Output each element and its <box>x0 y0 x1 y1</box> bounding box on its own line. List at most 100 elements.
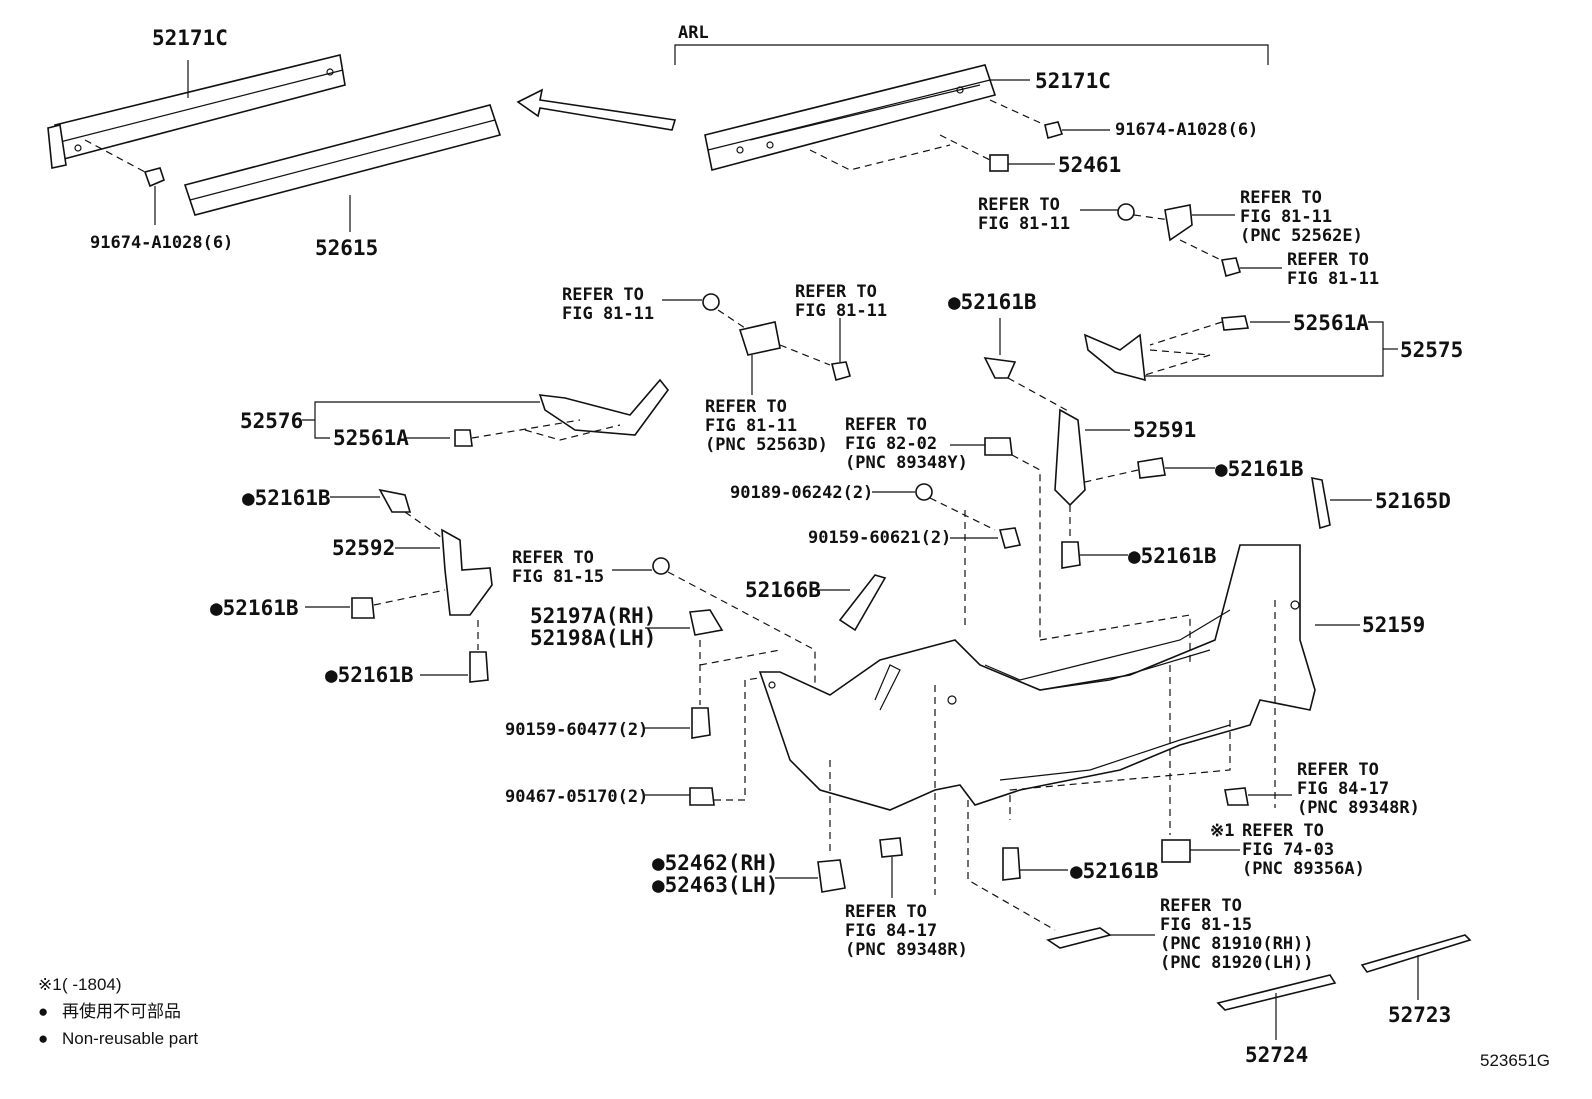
label-52576: 52576 <box>240 409 303 433</box>
refer-r12: REFER TO FIG 81-15 (PNC 81910(RH)) (PNC … <box>1160 896 1314 973</box>
svg-text:REFER TO: REFER TO <box>512 548 594 568</box>
svg-text:FIG 81-11: FIG 81-11 <box>1240 207 1332 227</box>
label-90467: 90467-05170(2) <box>505 787 648 807</box>
refer-r2: REFER TO FIG 81-11 (PNC 52562E) <box>1240 188 1363 246</box>
label-52161b-5: ●52161B <box>210 596 299 620</box>
label-52575: 52575 <box>1400 338 1463 362</box>
bolt-icon <box>1221 315 1250 331</box>
label-52159: 52159 <box>1362 613 1425 637</box>
svg-text:REFER TO: REFER TO <box>845 902 927 922</box>
svg-text:FIG 81-11: FIG 81-11 <box>978 214 1070 234</box>
clip-icon <box>689 609 724 636</box>
label-52723: 52723 <box>1388 1003 1451 1027</box>
bracket-small <box>1164 204 1193 242</box>
svg-text:REFER TO: REFER TO <box>1297 760 1379 780</box>
cover-89356a <box>1161 839 1191 863</box>
refer-r5: REFER TO FIG 81-11 <box>795 282 887 321</box>
svg-text:FIG 81-11: FIG 81-11 <box>562 304 654 324</box>
svg-text:FIG 81-11: FIG 81-11 <box>705 416 797 436</box>
label-52166b: 52166B <box>745 578 821 602</box>
refer-r8: REFER TO FIG 81-15 <box>512 548 604 587</box>
refer-r1: REFER TO FIG 81-11 <box>978 195 1070 234</box>
legend-bullet-en: ● <box>38 1029 48 1048</box>
clip-icon <box>689 787 715 806</box>
label-52198a: 52198A(LH) <box>530 626 656 650</box>
label-52197a: 52197A(RH) <box>530 604 656 628</box>
label-91674-right: 91674-A1028(6) <box>1115 120 1258 140</box>
svg-text:REFER TO: REFER TO <box>1240 188 1322 208</box>
label-90159-a: 90159-60621(2) <box>808 528 951 548</box>
svg-text:FIG 84-17: FIG 84-17 <box>1297 779 1389 799</box>
svg-text:REFER TO: REFER TO <box>1160 896 1242 916</box>
nut-icon <box>915 483 933 501</box>
refer-r10: REFER TO FIG 74-03 (PNC 89356A) <box>1242 821 1365 879</box>
svg-text:REFER TO: REFER TO <box>562 285 644 305</box>
label-52561a-right: 52561A <box>1293 311 1369 335</box>
clip-icon <box>1224 787 1249 806</box>
svg-text:REFER TO: REFER TO <box>845 415 927 435</box>
refer-r4: REFER TO FIG 81-11 <box>562 285 654 324</box>
label-52161b-2: ●52161B <box>1215 457 1304 481</box>
clip-icon <box>652 557 670 575</box>
svg-text:(PNC 52563D): (PNC 52563D) <box>705 435 828 455</box>
arl-label: ARL <box>678 23 709 43</box>
label-52561a-left: 52561A <box>333 426 409 450</box>
legend-note1-symbol: ※1 <box>38 975 62 994</box>
refer-r6: REFER TO FIG 81-11 (PNC 52563D) <box>705 397 828 455</box>
note-x1-marker: ※1 <box>1210 821 1234 841</box>
label-52724: 52724 <box>1245 1043 1308 1067</box>
svg-text:FIG 81-15: FIG 81-15 <box>1160 915 1252 935</box>
label-52171c-right: 52171C <box>1035 69 1111 93</box>
label-52161b-1: ●52161B <box>948 290 1037 314</box>
svg-text:(PNC 52562E): (PNC 52562E) <box>1240 226 1363 246</box>
label-91674-left: 91674-A1028(6) <box>90 233 233 253</box>
bracket-52591 <box>1054 408 1086 507</box>
bracket-52575 <box>1083 333 1146 382</box>
clip-icon <box>702 293 720 311</box>
svg-text:(PNC 89356A): (PNC 89356A) <box>1242 859 1365 879</box>
label-52591: 52591 <box>1133 418 1196 442</box>
legend-bullet-jp: ● <box>38 1002 48 1021</box>
svg-text:(PNC 81920(LH)): (PNC 81920(LH)) <box>1160 953 1314 973</box>
label-52165d: 52165D <box>1375 489 1451 513</box>
molding-52724 <box>1216 974 1337 1011</box>
bracket-52592 <box>441 528 493 616</box>
label-52161b-4: ●52161B <box>242 486 331 510</box>
bracket-mid <box>738 321 781 356</box>
clip-icon <box>351 597 375 619</box>
part-52165d <box>1311 476 1331 530</box>
legend: ※1 ( -1804) ● 再使用不可部品 ● Non-reusable par… <box>38 975 198 1048</box>
label-52462: ●52462(RH) <box>652 851 778 875</box>
label-90189: 90189-06242(2) <box>730 483 873 503</box>
label-52461: 52461 <box>1058 153 1121 177</box>
svg-text:(PNC 89348R): (PNC 89348R) <box>845 940 968 960</box>
arrow-left-icon <box>516 88 677 131</box>
bracket-52576 <box>538 378 670 436</box>
clip-icon <box>879 837 903 858</box>
svg-text:REFER TO: REFER TO <box>978 195 1060 215</box>
label-90159-b: 90159-60477(2) <box>505 720 648 740</box>
molding-52723 <box>1360 934 1472 973</box>
legend-jp-text: 再使用不可部品 <box>62 1001 181 1021</box>
refer-r3: REFER TO FIG 81-11 <box>1287 250 1379 289</box>
clip-icon <box>1061 541 1081 569</box>
svg-text:REFER TO: REFER TO <box>795 282 877 302</box>
figure-code: 523651G <box>1480 1051 1550 1070</box>
label-52171c-left: 52171C <box>152 26 228 50</box>
part-52166b <box>838 574 887 632</box>
svg-text:(PNC 81910(RH)): (PNC 81910(RH)) <box>1160 934 1314 954</box>
label-52592: 52592 <box>332 536 395 560</box>
reinforcement-left-52171c <box>47 54 346 169</box>
svg-text:FIG 81-11: FIG 81-11 <box>795 301 887 321</box>
nut-icon <box>831 361 851 381</box>
label-52463: ●52463(LH) <box>652 873 778 897</box>
clip-icon <box>1002 847 1021 881</box>
refer-r11: REFER TO FIG 84-17 (PNC 89348R) <box>845 902 968 960</box>
svg-text:FIG 81-11: FIG 81-11 <box>1287 269 1379 289</box>
bolt-icon <box>998 527 1022 549</box>
svg-text:FIG 81-15: FIG 81-15 <box>512 567 604 587</box>
legend-en-text: Non-reusable part <box>62 1029 198 1048</box>
svg-text:FIG 84-17: FIG 84-17 <box>845 921 937 941</box>
bolt-icon <box>454 429 473 447</box>
